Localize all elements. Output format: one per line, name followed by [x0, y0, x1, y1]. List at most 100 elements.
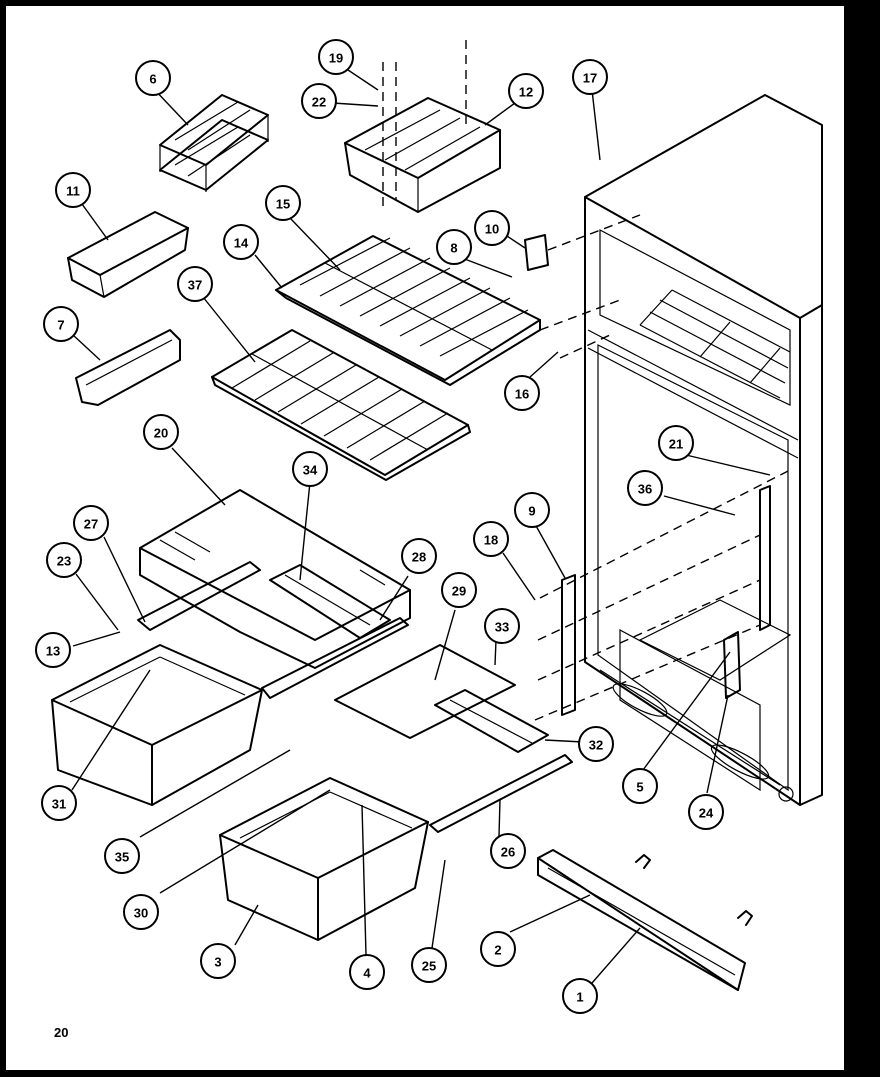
callout-label: 21	[669, 437, 683, 452]
part-27-slide-rail	[137, 561, 261, 631]
callout-18: 18	[473, 521, 509, 557]
callout-circle	[480, 931, 516, 967]
callout-circle	[35, 632, 71, 668]
callout-11: 11	[55, 172, 91, 208]
callout-label: 20	[154, 426, 168, 441]
callout-27: 27	[73, 505, 109, 541]
callout-circle	[627, 470, 663, 506]
callout-label: 15	[276, 197, 290, 212]
callout-label: 3	[214, 955, 221, 970]
part-24-bracket	[723, 631, 741, 699]
callout-circle	[490, 833, 526, 869]
callout-circle	[473, 521, 509, 557]
callout-circle	[143, 414, 179, 450]
callout-label: 14	[234, 236, 249, 251]
callout-32: 32	[578, 726, 614, 762]
callout-15: 15	[265, 185, 301, 221]
part-21-bracket	[759, 485, 771, 631]
part-29-rail	[334, 644, 516, 739]
callout-circle	[572, 59, 608, 95]
callout-circle	[562, 978, 598, 1014]
callout-17: 17	[572, 59, 608, 95]
callout-label: 18	[484, 533, 498, 548]
callout-23: 23	[46, 542, 82, 578]
callout-label: 17	[583, 71, 597, 86]
callout-label: 19	[329, 51, 343, 66]
assembly-dashes	[534, 214, 791, 721]
callout-circle	[55, 172, 91, 208]
callout-label: 32	[589, 738, 603, 753]
callout-label: 27	[84, 517, 98, 532]
callout-12: 12	[508, 73, 544, 109]
callout-24: 24	[688, 794, 724, 830]
part-3-drawer	[219, 777, 429, 941]
callout-19: 19	[318, 39, 354, 75]
callout-circle	[411, 947, 447, 983]
callout-circle	[658, 425, 694, 461]
callout-circle	[177, 266, 213, 302]
callout-26: 26	[490, 833, 526, 869]
callout-7: 7	[43, 306, 79, 342]
callout-circle	[474, 210, 510, 246]
callout-circle	[41, 785, 77, 821]
callout-9: 9	[514, 492, 550, 528]
callout-circle	[135, 60, 171, 96]
callout-circle	[578, 726, 614, 762]
callout-label: 6	[149, 72, 156, 87]
callout-label: 37	[188, 278, 202, 293]
callout-circle	[318, 39, 354, 75]
part-11-tray	[67, 211, 189, 298]
callout-label: 29	[452, 584, 466, 599]
part-6-ice-trays	[159, 94, 269, 192]
callout-3: 3	[200, 943, 236, 979]
part-26-side-rail	[429, 754, 573, 833]
callout-circle	[200, 943, 236, 979]
callout-34: 34	[292, 451, 328, 487]
callout-33: 33	[484, 608, 520, 644]
callout-label: 30	[134, 906, 148, 921]
callout-20: 20	[143, 414, 179, 450]
callout-5: 5	[622, 768, 658, 804]
callout-28: 28	[401, 538, 437, 574]
callout-label: 10	[485, 222, 499, 237]
callout-30: 30	[123, 894, 159, 930]
callout-label: 34	[303, 463, 318, 478]
part-37-shelf	[211, 329, 471, 481]
page-number: 20	[54, 1025, 69, 1040]
callout-21: 21	[658, 425, 694, 461]
callout-circle	[73, 505, 109, 541]
callout-circle	[508, 73, 544, 109]
callout-circle	[504, 375, 540, 411]
callout-circle	[514, 492, 550, 528]
callout-circle	[265, 185, 301, 221]
callout-label: 16	[515, 387, 529, 402]
part-12-bracket	[344, 40, 501, 213]
callout-label: 1	[576, 990, 583, 1005]
callout-10: 10	[474, 210, 510, 246]
callout-label: 8	[450, 241, 457, 256]
callout-circle	[484, 608, 520, 644]
part-9-bracket	[561, 574, 576, 716]
callout-label: 28	[412, 550, 426, 565]
callout-label: 11	[66, 184, 80, 199]
callout-circle	[441, 572, 477, 608]
callout-label: 23	[57, 554, 71, 569]
part-32-drawer-frame	[434, 689, 549, 753]
callout-label: 2	[494, 943, 501, 958]
part-34-frame	[269, 564, 391, 639]
callout-label: 36	[638, 482, 652, 497]
callout-label: 35	[115, 850, 129, 865]
callout-6: 6	[135, 60, 171, 96]
callout-circle	[104, 838, 140, 874]
callout-circle	[123, 894, 159, 930]
part-20-crisper-cover	[139, 489, 411, 669]
part-7-retainer	[75, 329, 181, 406]
callout-circle	[46, 542, 82, 578]
leader-lines	[71, 69, 771, 984]
callout-25: 25	[411, 947, 447, 983]
callout-36: 36	[627, 470, 663, 506]
callout-22: 22	[301, 83, 337, 119]
callout-14: 14	[223, 224, 259, 260]
